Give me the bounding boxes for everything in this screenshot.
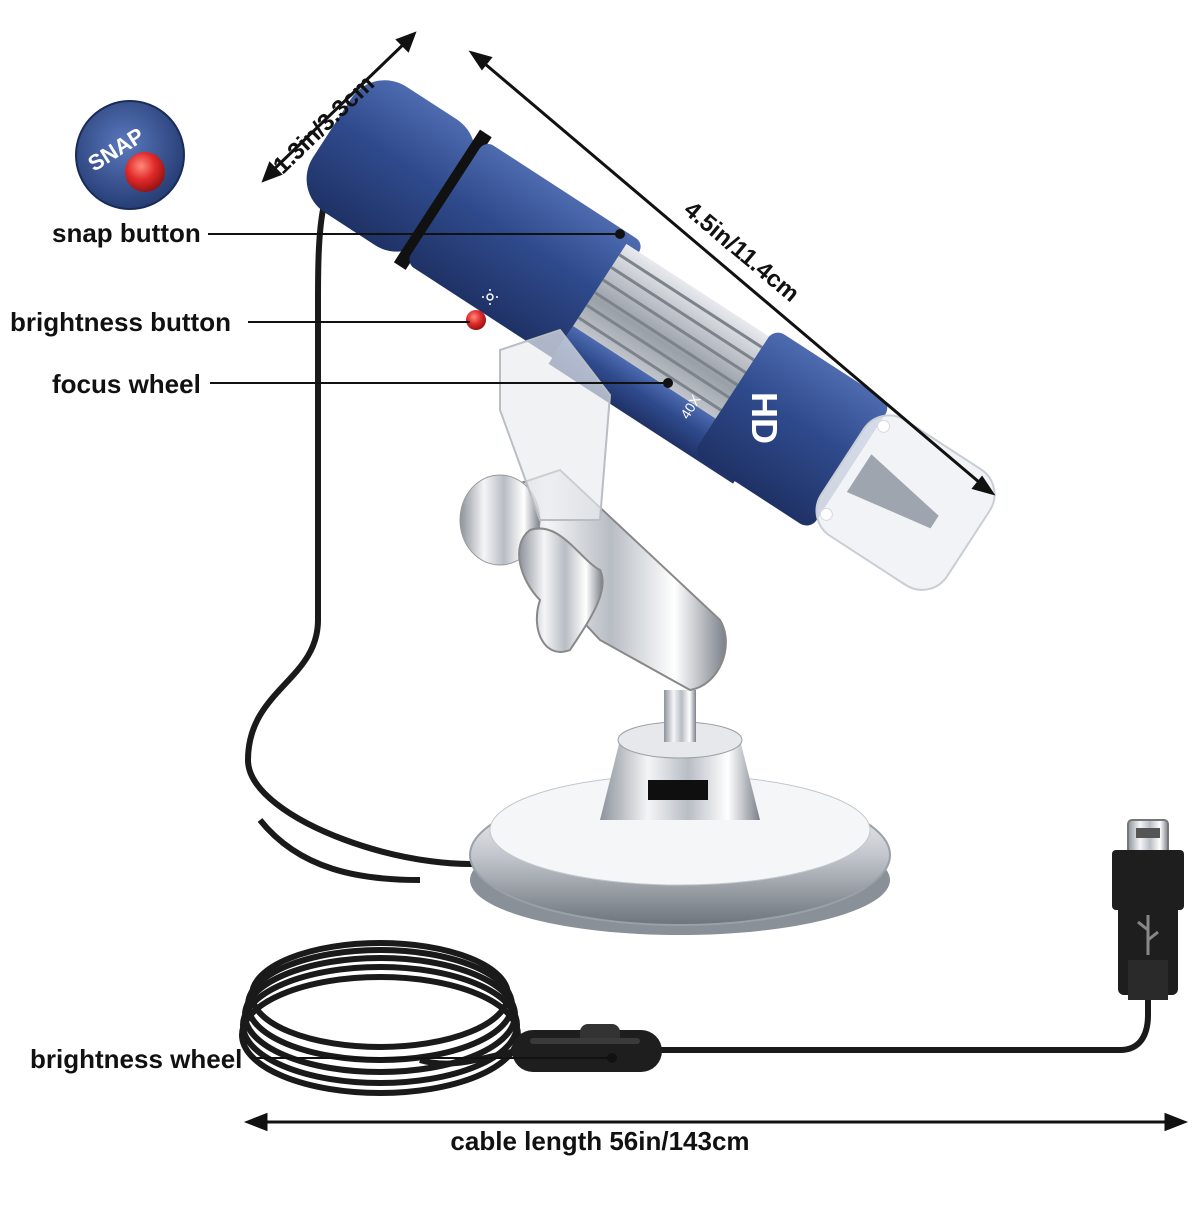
sun-icon xyxy=(482,289,498,305)
brightness-wheel-control[interactable] xyxy=(512,1024,662,1072)
snap-badge: SNAP xyxy=(75,100,185,210)
dimension-arrows xyxy=(243,31,1189,1132)
snap-button-label: snap button xyxy=(52,218,201,248)
focus-wheel-label: focus wheel xyxy=(52,369,201,399)
cable-length-label: cable length 56in/143cm xyxy=(450,1126,750,1156)
brightness-button-icon[interactable] xyxy=(466,310,486,330)
snap-button-icon[interactable] xyxy=(125,152,165,192)
brightness-wheel-label: brightness wheel xyxy=(30,1044,243,1074)
usb-cable xyxy=(244,159,511,867)
brightness-button-label: brightness button xyxy=(10,307,231,337)
stand-base xyxy=(469,690,891,935)
microscope-body xyxy=(306,80,996,591)
holder-clip xyxy=(499,328,612,521)
usb-symbol-icon xyxy=(1137,915,1159,955)
cable-coil xyxy=(239,940,521,1096)
hd-marking: HD xyxy=(744,392,785,444)
leader-dots xyxy=(607,229,673,1063)
tension-knob-icon[interactable] xyxy=(518,527,604,653)
leader-lines xyxy=(208,233,668,1059)
usb-connector xyxy=(1112,819,1184,1000)
